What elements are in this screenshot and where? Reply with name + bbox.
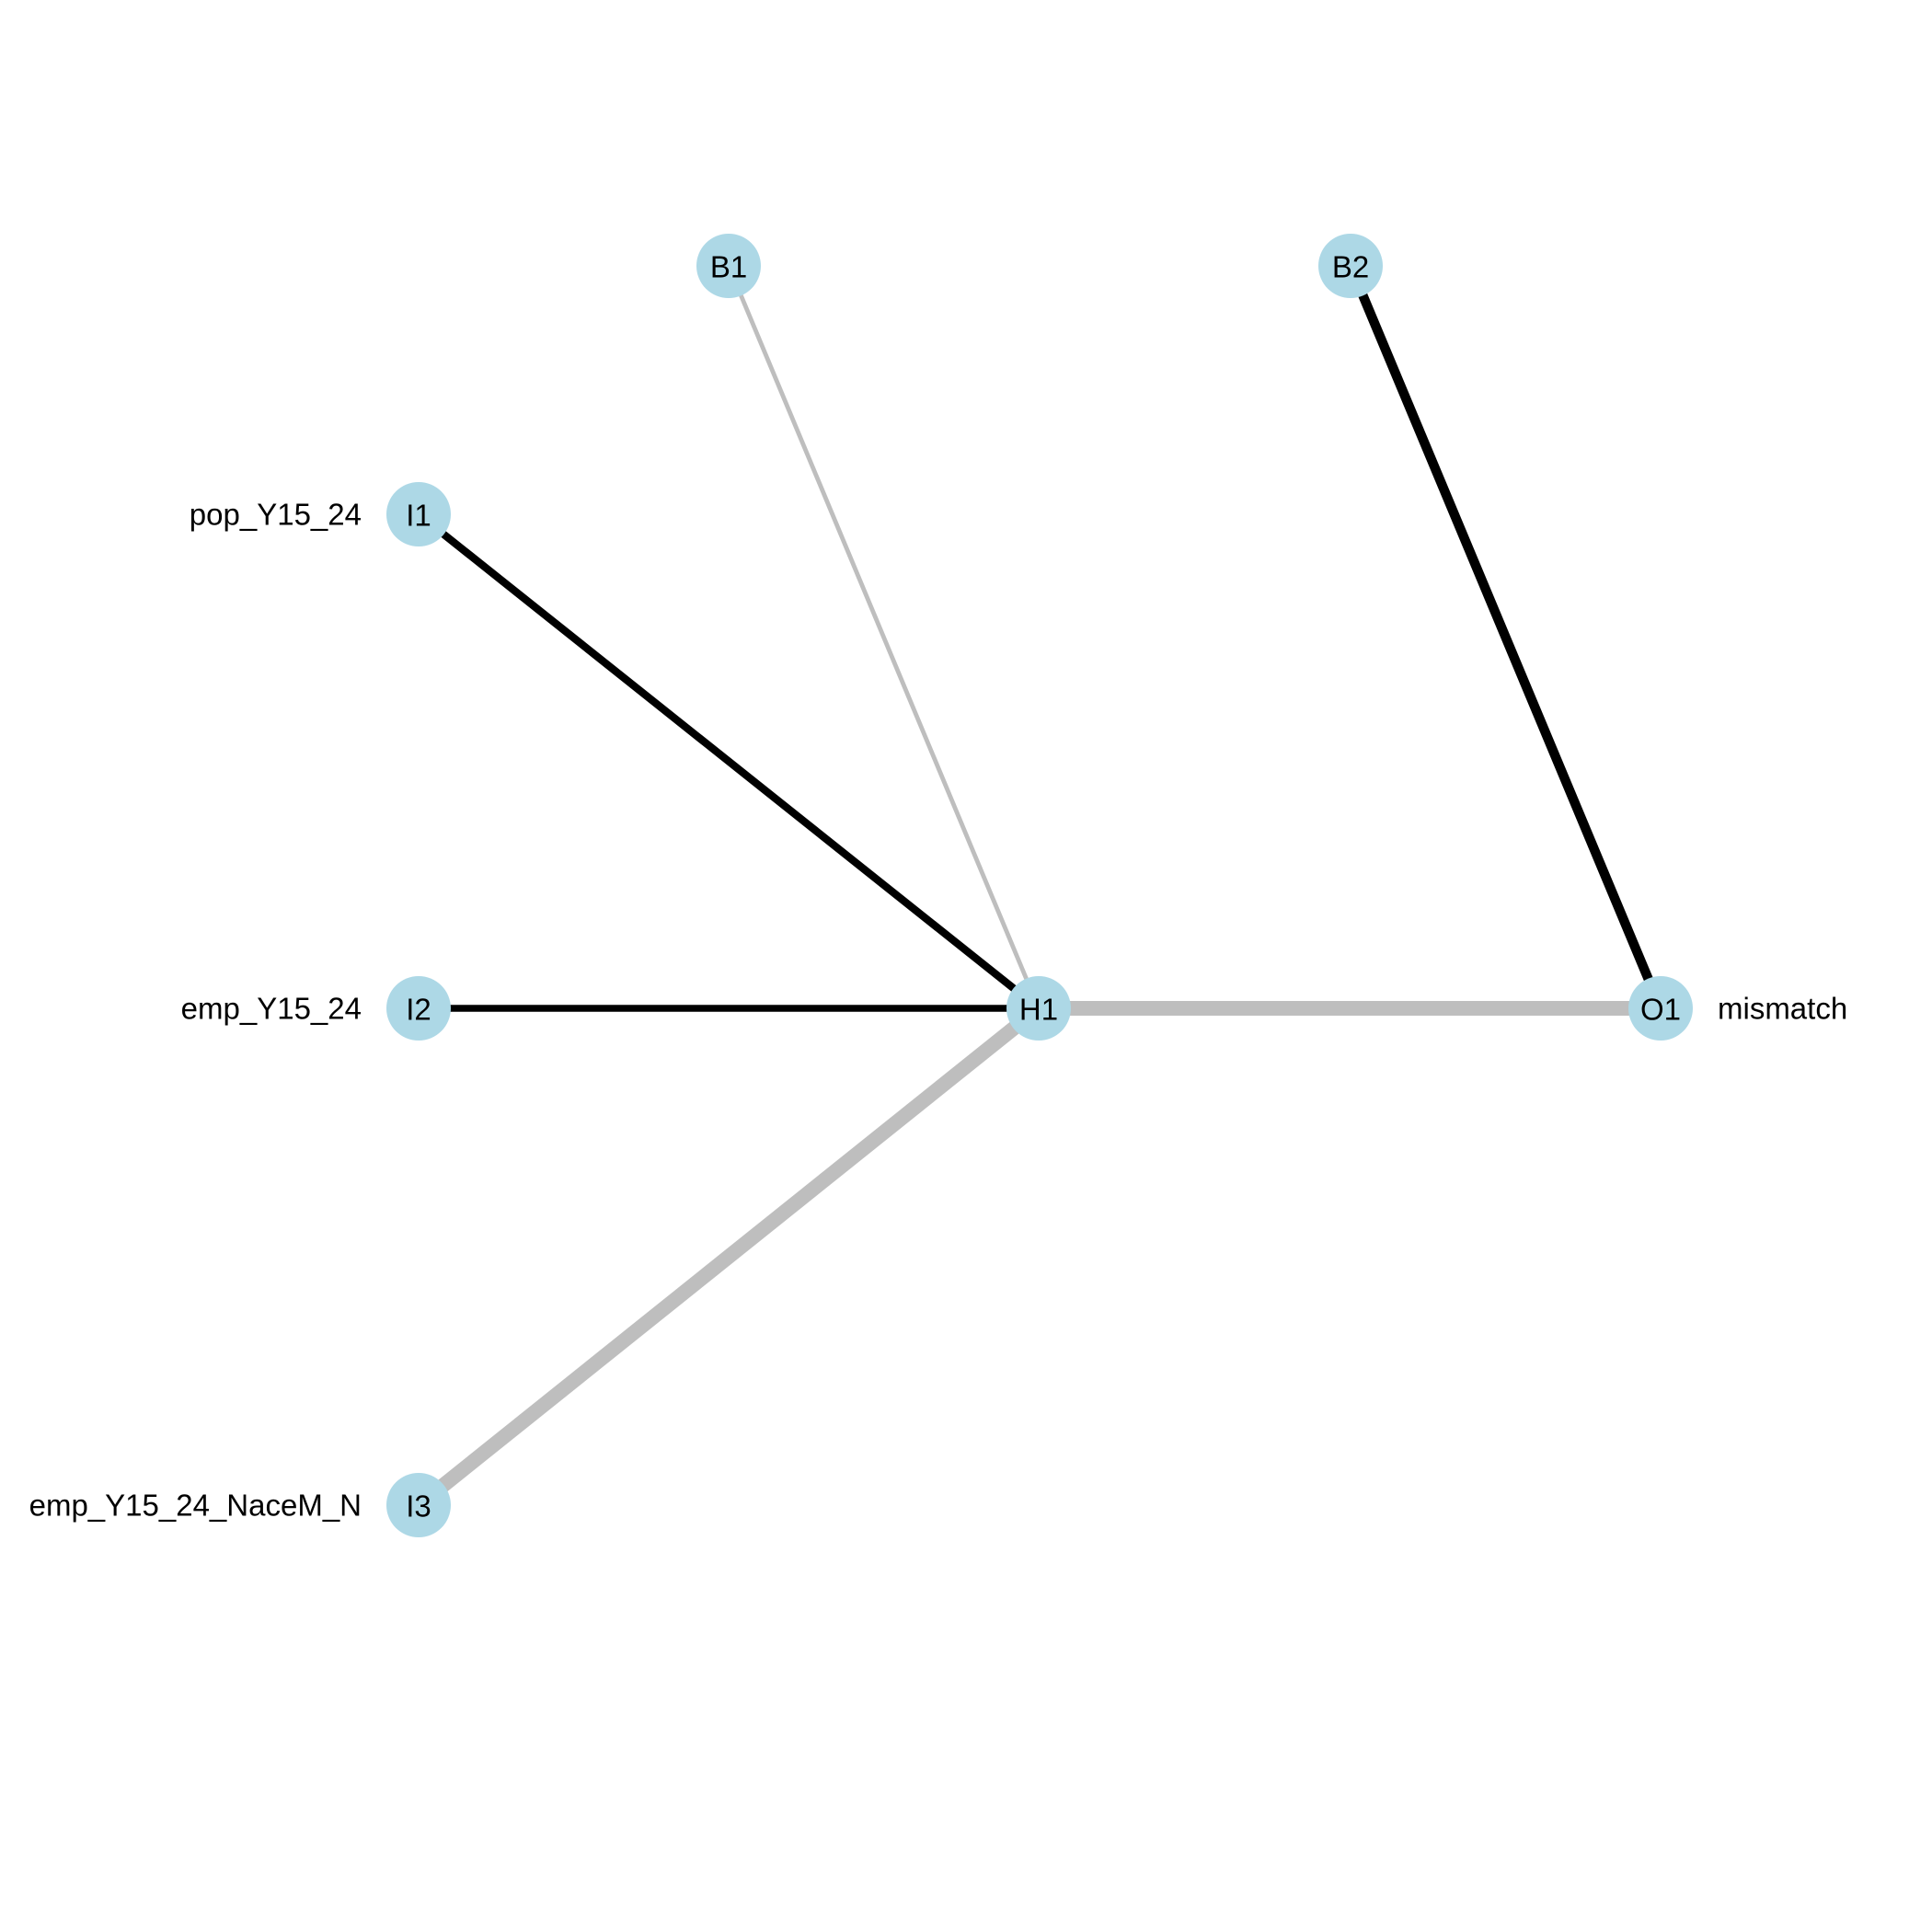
node-label-h1: H1	[1019, 993, 1058, 1027]
node-o1: O1	[1628, 976, 1693, 1041]
node-b1: B1	[696, 234, 761, 298]
node-label-b2: B2	[1332, 250, 1369, 284]
node-label-i1: I1	[406, 499, 431, 533]
edge-i1-h1	[416, 511, 1041, 1012]
node-circle-o1	[1628, 976, 1693, 1041]
node-label-b1: B1	[710, 250, 747, 284]
node-i1: I1	[386, 482, 451, 546]
edges-layer	[413, 263, 1665, 1512]
edge-i3-h1	[413, 1002, 1044, 1512]
node-circle-i1	[386, 482, 451, 546]
node-h1: H1	[1006, 976, 1071, 1041]
variable-label-i2: emp_Y15_24	[181, 992, 362, 1026]
edge-b2-o1	[1346, 263, 1665, 1011]
node-b2: B2	[1318, 234, 1383, 298]
variable-labels-layer: pop_Y15_24 emp_Y15_24 emp_Y15_24_NaceM_N mi…	[29, 498, 1848, 1523]
node-label-i2: I2	[406, 993, 431, 1027]
node-circle-h1	[1006, 976, 1071, 1041]
node-label-i3: I3	[406, 1489, 431, 1524]
node-label-o1: O1	[1640, 993, 1681, 1027]
node-circle-i2	[386, 976, 451, 1041]
variable-label-i3: emp_Y15_24_NaceM_N	[29, 1489, 362, 1523]
node-circle-b1	[696, 234, 761, 298]
node-i3: I3	[386, 1473, 451, 1537]
node-circle-b2	[1318, 234, 1383, 298]
variable-label-o1: mismatch	[1718, 992, 1847, 1026]
node-circle-i3	[386, 1473, 451, 1537]
variable-label-i1: pop_Y15_24	[190, 498, 362, 532]
node-i2: I2	[386, 976, 451, 1041]
edge-b1-h1	[726, 265, 1041, 1009]
